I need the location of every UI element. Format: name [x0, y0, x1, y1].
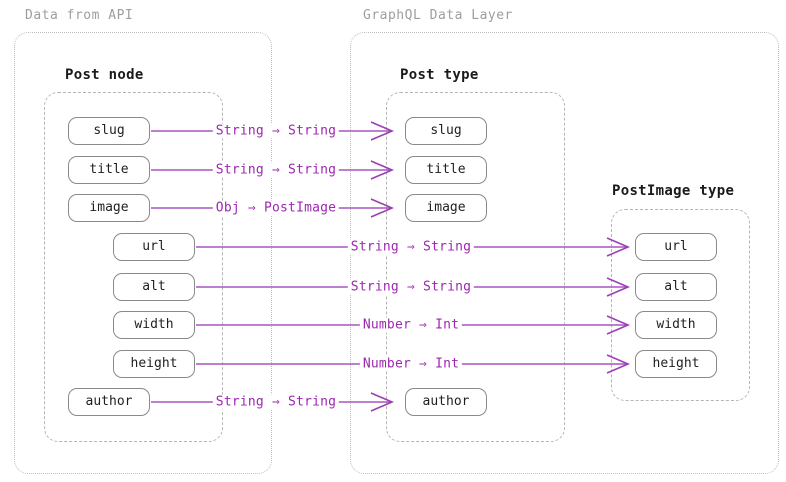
post-type-node-image[interactable]: image	[405, 194, 487, 222]
source-node-author[interactable]: author	[68, 388, 150, 416]
source-node-url[interactable]: url	[113, 233, 195, 261]
source-node-alt[interactable]: alt	[113, 273, 195, 301]
edge-label-height: Number ⇒ Int	[359, 356, 463, 372]
typebox-post-type	[386, 92, 565, 442]
edge-label-title: String ⇒ String	[212, 162, 340, 178]
post-type-node-title[interactable]: title	[405, 156, 487, 184]
typebox-postimage-type	[611, 209, 750, 401]
edge-label-alt: String ⇒ String	[347, 279, 475, 295]
region-caption-data-from-api: Data from API	[25, 8, 134, 23]
post-type-node-slug[interactable]: slug	[405, 117, 487, 145]
postimage-type-node-alt[interactable]: alt	[635, 273, 717, 301]
source-node-slug[interactable]: slug	[68, 117, 150, 145]
postimage-type-node-width[interactable]: width	[635, 311, 717, 339]
type-heading-postimage-type: PostImage type	[612, 183, 735, 199]
source-node-image[interactable]: image	[68, 194, 150, 222]
postimage-type-node-height[interactable]: height	[635, 350, 717, 378]
source-node-height[interactable]: height	[113, 350, 195, 378]
region-caption-graphql-data-layer: GraphQL Data Layer	[363, 8, 513, 23]
edge-label-width: Number ⇒ Int	[359, 317, 463, 333]
edge-label-slug: String ⇒ String	[212, 123, 340, 139]
post-type-node-author[interactable]: author	[405, 388, 487, 416]
source-node-width[interactable]: width	[113, 311, 195, 339]
edge-label-author: String ⇒ String	[212, 394, 340, 410]
postimage-type-node-url[interactable]: url	[635, 233, 717, 261]
edge-label-url: String ⇒ String	[347, 239, 475, 255]
edge-label-image: Obj ⇒ PostImage	[212, 200, 340, 216]
type-heading-post-node: Post node	[65, 67, 144, 83]
source-node-title[interactable]: title	[68, 156, 150, 184]
typebox-post-node	[44, 92, 223, 442]
type-heading-post-type: Post type	[400, 67, 479, 83]
region-data-from-api	[14, 32, 272, 474]
